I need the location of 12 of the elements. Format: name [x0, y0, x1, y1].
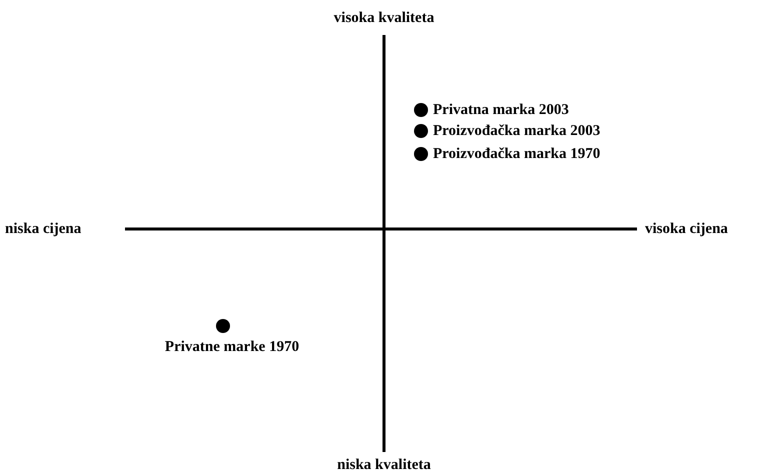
data-point [414, 124, 428, 138]
axis-label: visoka kvaliteta [334, 9, 434, 27]
axis-label: niska kvaliteta [337, 456, 431, 474]
data-point [414, 147, 428, 161]
point-label: Privatne marke 1970 [164, 338, 300, 356]
point-label: Privatna marka 2003 [433, 101, 569, 119]
data-point [414, 103, 428, 117]
data-point [216, 319, 230, 333]
point-label: Proizvođačka marka 1970 [433, 145, 600, 163]
axis-label: niska cijena [5, 220, 82, 238]
point-label: Proizvođačka marka 2003 [433, 122, 600, 140]
axis-label: visoka cijena [645, 220, 728, 238]
